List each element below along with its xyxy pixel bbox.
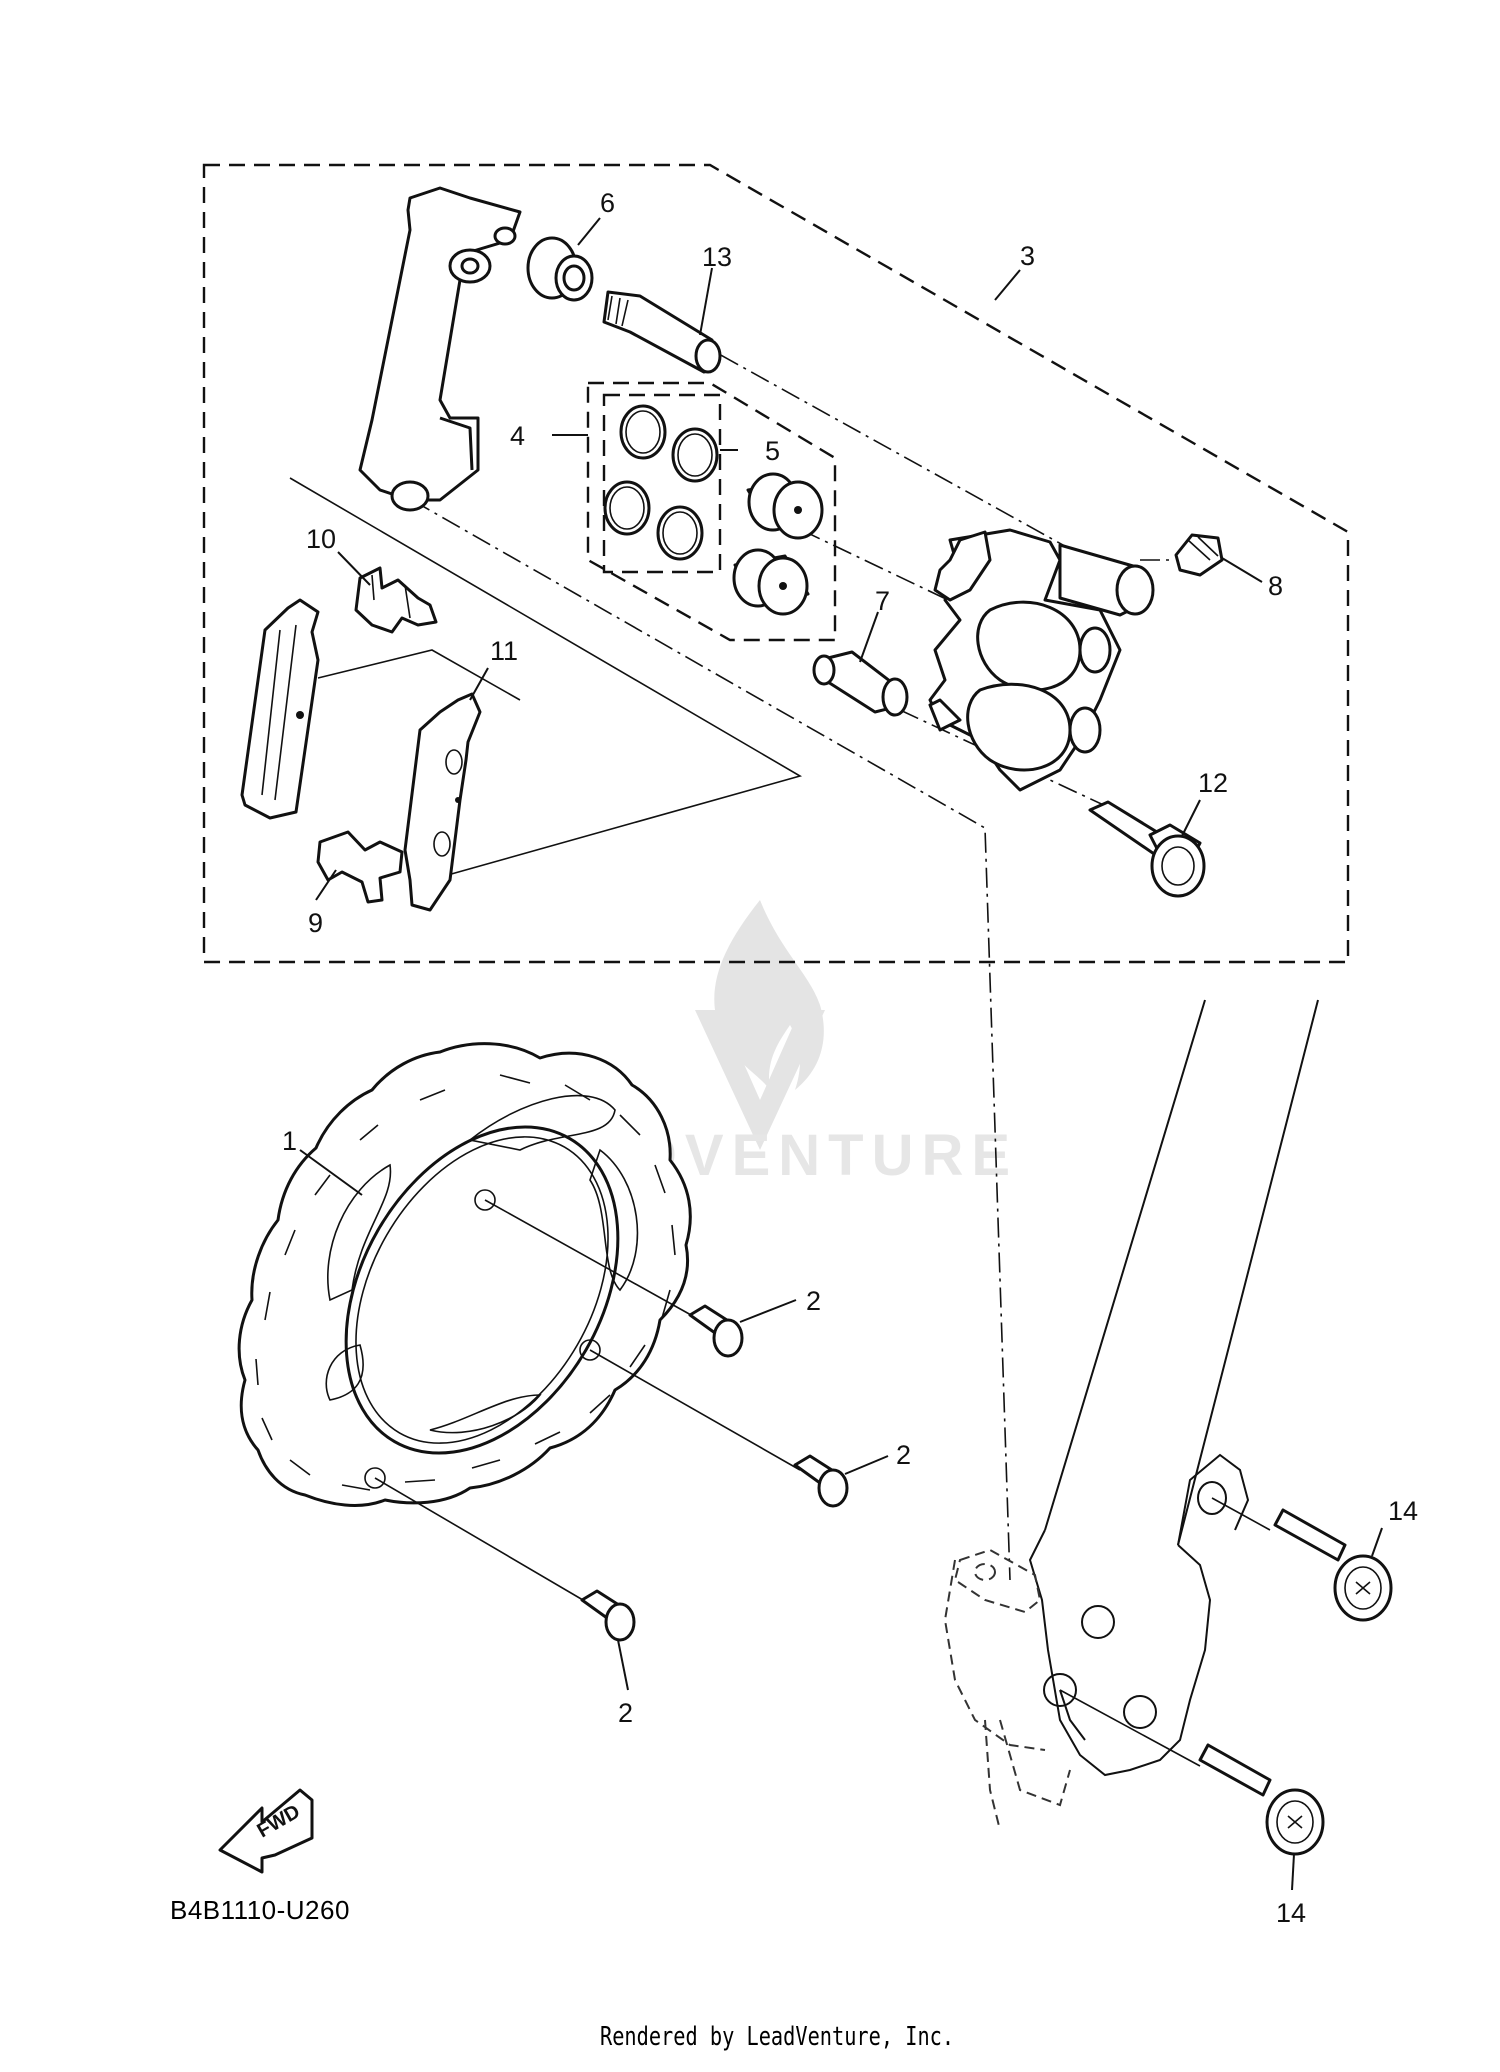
caliper-body: [928, 528, 1155, 792]
brake-disc-part-1: [237, 1042, 692, 1507]
part-label-5: 5: [765, 436, 780, 466]
fwd-arrow: FWD: [218, 1788, 314, 1874]
part-label-11: 11: [490, 636, 518, 666]
part-label-2: 2: [806, 1286, 821, 1316]
diagram-code: B4B1110-U260: [170, 1895, 350, 1925]
bolt-part-12: [1088, 800, 1206, 898]
leader-lines: [299, 217, 1383, 1891]
part-label-13: 13: [702, 242, 732, 272]
caliper-bracket: [358, 186, 522, 512]
rendered-by-footer: Rendered by LeadVenture, Inc.: [600, 2022, 955, 2052]
part-label-9: 9: [308, 908, 323, 938]
part-label-1: 1: [282, 1126, 297, 1156]
part-label-7: 7: [875, 586, 890, 616]
part-label-2: 2: [896, 1440, 911, 1470]
brake-pad-right: [403, 692, 482, 912]
part-label-12: 12: [1198, 768, 1228, 798]
pistons: [732, 472, 824, 616]
part-label-8: 8: [1268, 571, 1283, 601]
slide-pin-part-7: [812, 650, 909, 717]
bleed-screw-part-8: [1174, 533, 1224, 577]
part-label-4: 4: [510, 421, 525, 451]
part-label-3: 3: [1020, 241, 1035, 271]
part-label-6: 6: [600, 188, 615, 218]
caliper-assembly-boundary: [202, 163, 1350, 964]
seal-subkit-boundary: [602, 393, 722, 574]
pin-part-13: [602, 290, 722, 374]
pad-group-outline: [289, 477, 803, 881]
pad-spring-part-10: [354, 566, 438, 634]
fork-bolts-part-14: [1059, 1497, 1393, 1856]
part-label-14: 14: [1276, 1898, 1306, 1928]
boot-part-6: [526, 236, 594, 302]
pad-clip-part-9: [316, 830, 404, 904]
part-label-10: 10: [306, 524, 336, 554]
part-label-2: 2: [618, 1698, 633, 1728]
disc-bolts-part-2: [374, 1199, 849, 1642]
piston-seals-part-5: [603, 404, 719, 561]
part-label-14: 14: [1388, 1496, 1418, 1526]
part-number-labels: 1 2 2 2 3 4 5 6 7 8 9 10 11 12 13 14 14: [282, 188, 1418, 1928]
brake-pad-left: [240, 598, 320, 820]
front-fork: [943, 999, 1319, 1831]
